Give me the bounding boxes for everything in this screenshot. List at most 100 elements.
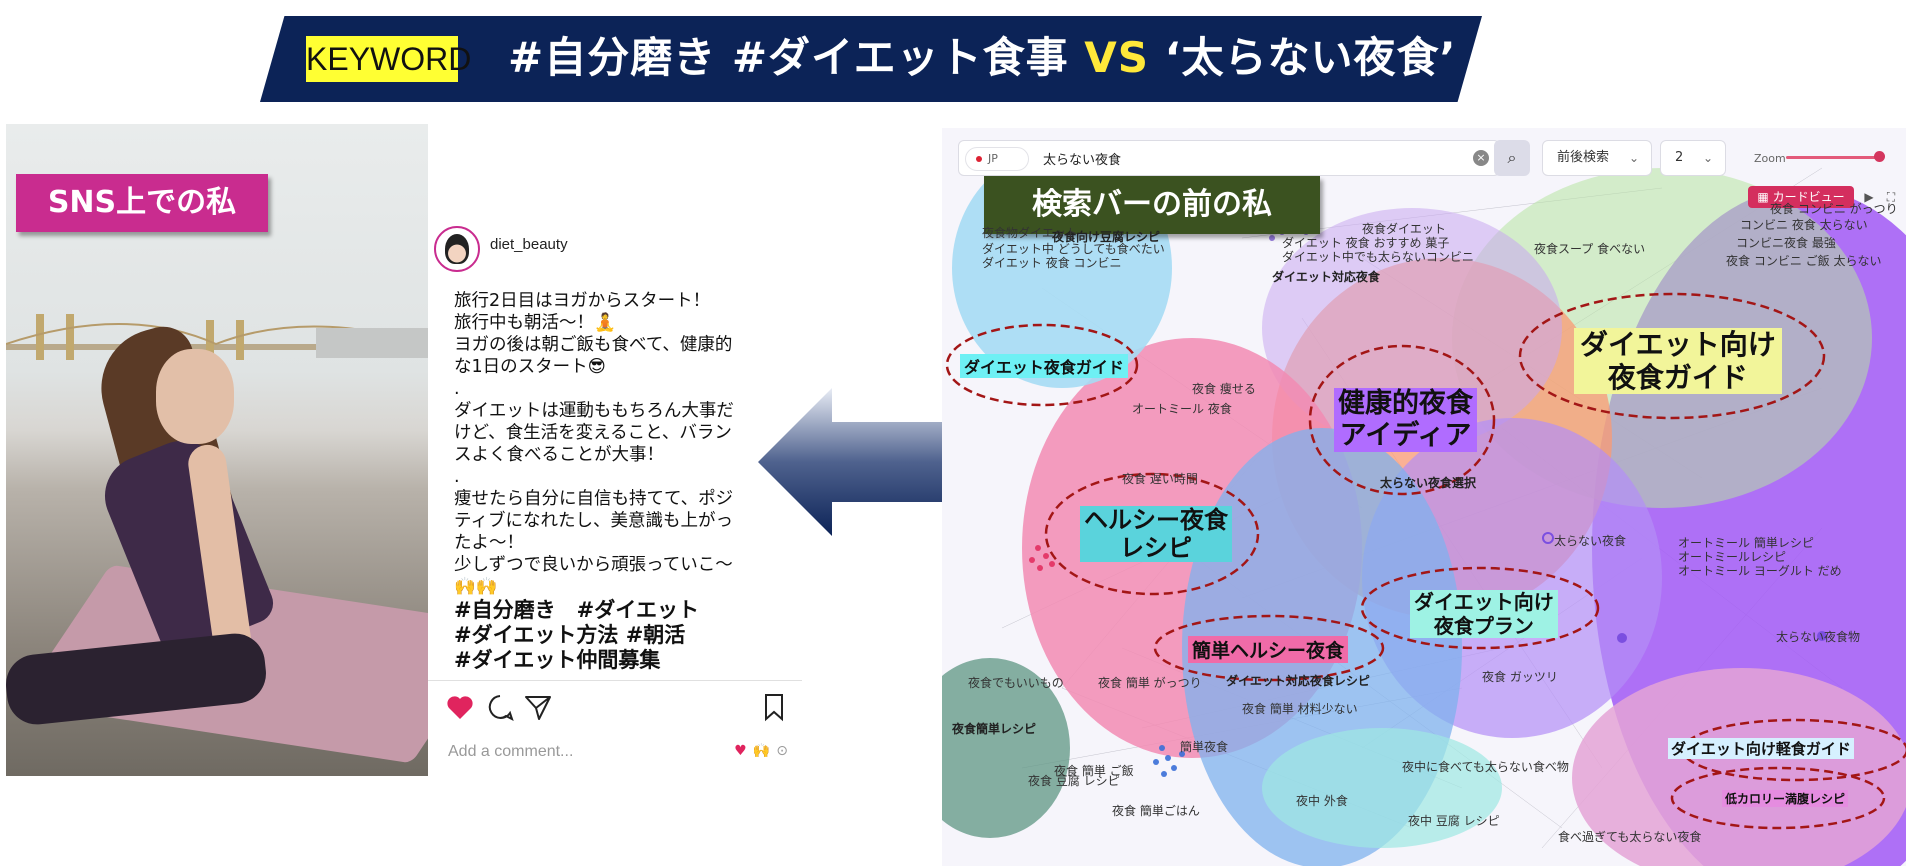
keyword-label[interactable]: 簡単夜食: [1180, 740, 1229, 754]
keyword-label[interactable]: ダイエット中 どうしても食べたい: [982, 242, 1165, 256]
keyword-label[interactable]: 夜食 豆腐 レシピ: [1028, 774, 1120, 788]
keyword-label[interactable]: 夜中 豆腐 レシピ: [1408, 814, 1500, 828]
keyword-search-bar: JP 太らない夜食 ×: [958, 140, 1500, 176]
keyword-label[interactable]: 夜食簡単レシピ: [952, 722, 1037, 736]
caption-line: けど、食生活を変えること、バラン: [454, 423, 732, 443]
chevron-down-icon: ⌄: [1702, 151, 1713, 165]
caption-line: .: [454, 467, 460, 487]
keyword-label[interactable]: 夜食 痩せる: [1192, 382, 1256, 396]
caption-line: ティブになれたし、美意識も上がっ: [454, 511, 733, 531]
banner-vs: VS: [1084, 33, 1149, 82]
sns-label: SNS上での私: [16, 174, 268, 232]
highlight-light-meal-guide[interactable]: ダイエット向け軽食ガイド: [1668, 738, 1854, 759]
keyword-label[interactable]: 夜食 簡単 ご飯: [1054, 764, 1134, 778]
search-mode-dropdown[interactable]: 前後検索⌄: [1542, 140, 1652, 176]
keyword-label[interactable]: 夜食 ガッツリ: [1482, 670, 1558, 684]
caption-line: 痩せたら自分に自信も持てて、ポジ: [454, 489, 734, 509]
search-input[interactable]: 太らない夜食: [1043, 153, 1122, 168]
keyword-label[interactable]: オートミール 簡単レシピ: [1678, 536, 1814, 550]
keyword-label[interactable]: ダイエット対応夜食レシピ: [1226, 674, 1370, 688]
keyword-label[interactable]: 夜食 コンビニ ご飯 太らない: [1726, 254, 1882, 268]
clear-icon[interactable]: ×: [1473, 150, 1489, 166]
play-icon[interactable]: ▶: [1864, 190, 1874, 204]
keyword-label[interactable]: ダイエット 夜食 おすすめ 菓子: [1282, 236, 1450, 250]
keyword-label[interactable]: オートミールレシピ: [1678, 550, 1787, 564]
post-actions: Add a comment... ♥🙌⊙: [428, 680, 802, 777]
bridge-illustration: [6, 314, 428, 360]
yoga-photo: [6, 124, 428, 776]
keyword-label[interactable]: 夜食 遅い時間: [1122, 472, 1198, 486]
keyword-label[interactable]: ダイエット 夜食 コンビニ: [982, 256, 1122, 270]
keyword-label[interactable]: 太らない夜食: [1554, 534, 1627, 548]
grid-icon: ▦: [1757, 190, 1773, 204]
japan-flag-icon: [976, 156, 982, 162]
keyword-label[interactable]: 夜食スープ 食べない: [1534, 242, 1646, 256]
zoom-slider-handle[interactable]: [1874, 151, 1885, 162]
chevron-down-icon: ⌄: [1628, 151, 1639, 165]
highlight-diet-night-plan[interactable]: ダイエット向け 夜食プラン: [1410, 590, 1558, 638]
caption-line: たよ〜！: [454, 533, 524, 553]
hashtag-line[interactable]: #ダイエット仲間募集: [454, 648, 661, 672]
caption-line: な1日のスタート😎: [454, 357, 606, 377]
keyword-label[interactable]: ダイエット中でも太らないコンビニ: [1282, 250, 1474, 264]
add-comment-input[interactable]: Add a comment...: [448, 743, 574, 760]
share-icon[interactable]: [522, 691, 554, 723]
keyword-label[interactable]: オートミール ヨーグルト だめ: [1678, 564, 1842, 578]
keyword-label[interactable]: 太らない夜食物: [1776, 630, 1861, 644]
keyword-label[interactable]: 太らない夜食選択: [1380, 476, 1477, 490]
keyword-label[interactable]: ダイエット対応夜食: [1272, 270, 1380, 284]
keyword-label[interactable]: 夜中 外食: [1296, 794, 1348, 808]
woman-head: [156, 349, 234, 444]
keyword-label[interactable]: 夜食 コンビニ がっつり: [1770, 202, 1898, 216]
keyword-map-panel: JP 太らない夜食 × ⌕ 前後検索⌄ 2⌄ Zoom ▦ カードビュー ▶ ⛶…: [942, 128, 1906, 866]
keyword-label[interactable]: コンビニ夜食 最強: [1736, 236, 1836, 250]
hashtag-line[interactable]: #ダイエット方法 #朝活: [454, 623, 686, 647]
avatar[interactable]: [434, 226, 480, 272]
zoom-slider[interactable]: [1786, 156, 1880, 159]
comment-icon[interactable]: [484, 691, 516, 723]
caption-line: 🙌🙌: [454, 577, 498, 597]
zoom-label: Zoom: [1754, 152, 1786, 165]
card-view-button[interactable]: ▦ カードビュー: [1748, 186, 1854, 208]
banner-query: ‘太らない夜食’: [1148, 33, 1457, 82]
keyword-label[interactable]: オートミール 夜食: [1132, 402, 1232, 416]
post-hashtags: #自分磨き #ダイエット #ダイエット方法 #朝活 #ダイエット仲間募集: [454, 598, 774, 673]
caption-line: .: [454, 379, 460, 399]
search-icon: ⌕: [1507, 148, 1517, 167]
highlight-diet-night-guide-large[interactable]: ダイエット向け 夜食ガイド: [1574, 328, 1782, 394]
country-selector[interactable]: JP: [965, 147, 1029, 171]
keyword-label[interactable]: 夜食 簡単 がっつり: [1098, 676, 1202, 690]
highlight-easy-healthy[interactable]: 簡単ヘルシー夜食: [1188, 636, 1349, 663]
comment-emoji-icons[interactable]: ♥🙌⊙: [734, 743, 794, 759]
caption-line: 旅行中も朝活〜！🧘: [454, 313, 616, 333]
caption-line: スよく食べることが大事！: [454, 445, 664, 465]
keyword-badge: KEYWORD: [306, 36, 471, 82]
caption-line: ヨガの後は朝ご飯も食べて、健康的: [454, 335, 733, 355]
hashtag-line[interactable]: #自分磨き #ダイエット: [454, 598, 699, 622]
depth-dropdown[interactable]: 2⌄: [1660, 140, 1726, 176]
caption-line: ダイエットは運動ももちろん大事だ: [454, 401, 734, 421]
keyword-label[interactable]: 夜食 簡単ごはん: [1112, 804, 1200, 818]
banner-title: #自分磨き #ダイエット食事 VS ‘太らない夜食’: [508, 28, 1457, 88]
keyword-label[interactable]: 夜食物ダイエット: [982, 226, 1078, 240]
caption-line: 少しずつで良いから頑張っていこ〜: [454, 555, 733, 575]
post-username[interactable]: diet_beauty: [490, 236, 568, 253]
keyword-label[interactable]: コンビニ 夜食 太らない: [1740, 218, 1868, 232]
keyword-label[interactable]: 夜食 簡単 材料少ない: [1242, 702, 1358, 716]
heart-icon[interactable]: [444, 691, 476, 723]
fullscreen-icon[interactable]: ⛶: [1886, 190, 1896, 204]
bookmark-icon[interactable]: [758, 691, 790, 723]
post-caption: 旅行2日目はヨガからスタート！ 旅行中も朝活〜！🧘 ヨガの後は朝ご飯も食べて、健…: [454, 290, 754, 598]
keyword-label[interactable]: 夜食でもいいもの: [968, 676, 1064, 690]
highlight-diet-night-guide[interactable]: ダイエット夜食ガイド: [960, 354, 1128, 378]
keyword-label[interactable]: 食べ過ぎても太らない夜食: [1558, 830, 1702, 844]
keyword-label[interactable]: 夜食向け豆腐レシピ: [1052, 230, 1161, 244]
search-button[interactable]: ⌕: [1494, 140, 1530, 176]
caption-line: 旅行2日目はヨガからスタート！: [454, 291, 711, 311]
banner-hashtags: #自分磨き #ダイエット食事: [508, 33, 1085, 82]
keyword-label[interactable]: 夜中に食べても太らない食べ物: [1402, 760, 1569, 774]
keyword-label[interactable]: 夜食ダイエット: [1362, 222, 1446, 236]
highlight-healthy-ideas[interactable]: 健康的夜食 アイディア: [1334, 388, 1477, 452]
highlight-low-cal-recipe[interactable]: 低カロリー満腹レシピ: [1722, 790, 1849, 807]
highlight-healthy-recipe[interactable]: ヘルシー夜食 レシピ: [1080, 506, 1232, 562]
